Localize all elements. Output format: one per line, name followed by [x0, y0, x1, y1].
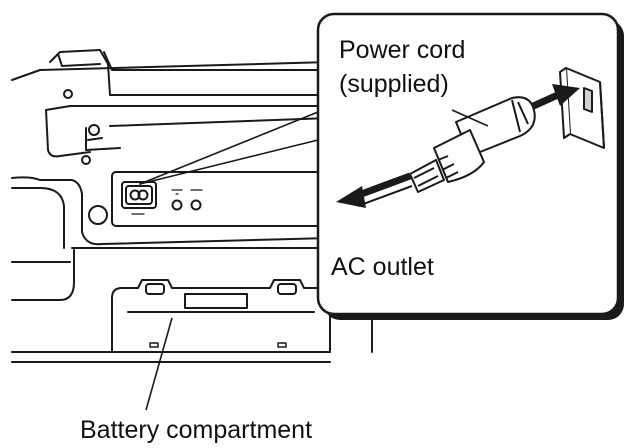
power-cord-label: Power cord	[339, 36, 465, 64]
power-plug-icon	[409, 96, 536, 193]
battery-compartment-label: Battery compartment	[80, 416, 312, 444]
ac-outlet-label: AC outlet	[331, 253, 434, 281]
ac-outlet-icon	[559, 67, 605, 149]
power-cord-supplied-label: (supplied)	[339, 70, 449, 98]
battery-leader-line	[145, 317, 173, 411]
cord-direction-arrow-icon	[336, 172, 413, 208]
power-cord-leader-line	[451, 109, 489, 127]
device-rear-view	[11, 49, 373, 363]
